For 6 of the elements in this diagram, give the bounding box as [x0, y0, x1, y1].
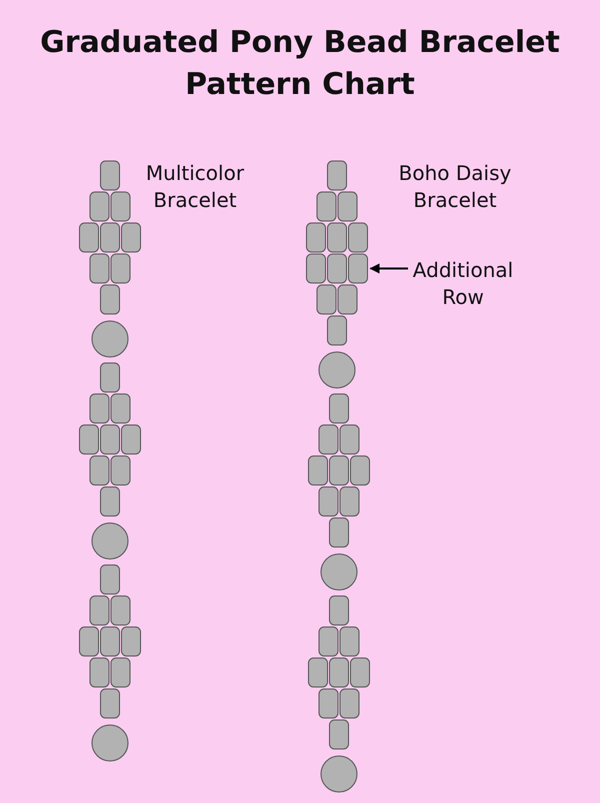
arrow [370, 264, 408, 274]
bracelet-label: Multicolor Bracelet [144, 160, 246, 214]
bracelet-label: Boho Daisy Bracelet [398, 160, 512, 214]
callout-text: Additional Row [398, 257, 528, 311]
chart-title: Graduated Pony Bead Bracelet Pattern Chart [40, 24, 560, 104]
bead-row [306, 254, 368, 284]
